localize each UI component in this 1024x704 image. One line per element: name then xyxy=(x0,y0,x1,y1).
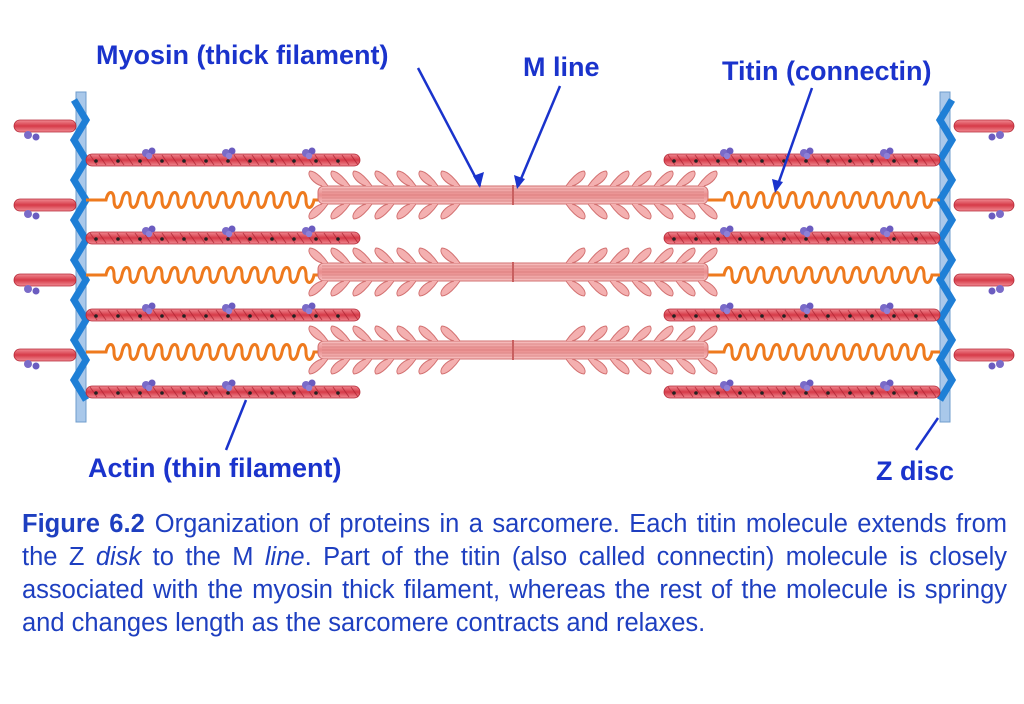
myosin-filaments xyxy=(308,170,718,375)
troponin xyxy=(302,147,316,160)
troponin xyxy=(880,379,894,392)
troponin xyxy=(800,302,814,315)
actin-stub xyxy=(13,273,77,295)
actin-filaments xyxy=(85,147,941,399)
actin-stubs xyxy=(13,119,1015,370)
troponin xyxy=(800,147,814,160)
myosin-label: Myosin (thick filament) xyxy=(96,40,389,70)
troponin xyxy=(222,147,236,160)
caption-text-2: to the M xyxy=(141,543,265,571)
actin-left-2 xyxy=(85,225,361,245)
actin-left-4 xyxy=(85,379,361,399)
z-disc-leader xyxy=(914,417,940,451)
titin-springs xyxy=(86,191,940,361)
actin-right-2 xyxy=(663,225,941,245)
caption-italic-1: disk xyxy=(95,543,142,571)
actin-stub xyxy=(953,119,1015,141)
troponin xyxy=(222,225,236,238)
troponin xyxy=(222,379,236,392)
caption-italic-2: line xyxy=(264,543,305,571)
troponin xyxy=(142,225,156,238)
titin-right-1 xyxy=(704,191,940,209)
troponin xyxy=(800,379,814,392)
titin-right-2 xyxy=(704,266,940,284)
actin-leader xyxy=(224,399,248,451)
titin-left-2 xyxy=(86,266,320,284)
troponin xyxy=(800,225,814,238)
caption-text-1: Organization of proteins in a sarcomere.… xyxy=(22,510,1007,571)
actin-label: Actin (thin filament) xyxy=(88,453,341,483)
troponin xyxy=(880,302,894,315)
figure-number: Figure 6.2 xyxy=(22,510,145,538)
troponin xyxy=(222,302,236,315)
titin-right-3 xyxy=(704,343,940,361)
troponin xyxy=(142,379,156,392)
troponin xyxy=(880,225,894,238)
actin-right-3 xyxy=(663,302,941,322)
troponin xyxy=(302,302,316,315)
myosin-leader xyxy=(416,67,482,187)
sarcomere-diagram: Myosin (thick filament) M line Titin (co… xyxy=(13,40,1015,486)
troponin xyxy=(142,302,156,315)
actin-stub xyxy=(13,119,77,141)
actin-stub xyxy=(953,198,1015,220)
m-line-leader xyxy=(516,85,562,187)
actin-right-4 xyxy=(663,379,941,399)
leader-lines xyxy=(224,67,940,451)
titin-left-1 xyxy=(86,191,320,209)
actin-left-1 xyxy=(85,147,361,167)
troponin xyxy=(142,147,156,160)
troponin xyxy=(720,147,734,160)
z-disc-left xyxy=(69,91,91,423)
z-disc-right xyxy=(935,91,957,423)
m-line-label: M line xyxy=(523,52,600,82)
actin-stub xyxy=(13,198,77,220)
actin-stub xyxy=(13,348,77,370)
caption-text-3: . Part of the titin (also called connect… xyxy=(22,543,1007,637)
titin-leader xyxy=(774,87,814,191)
myosin-filament-1 xyxy=(308,170,718,220)
myosin-filament-2 xyxy=(308,247,718,297)
actin-stub xyxy=(953,273,1015,295)
myosin-filament-3 xyxy=(308,325,718,375)
actin-left-3 xyxy=(85,302,361,322)
troponin xyxy=(302,225,316,238)
actin-right-1 xyxy=(663,147,941,167)
troponin xyxy=(880,147,894,160)
troponin xyxy=(720,379,734,392)
z-disc-label: Z disc xyxy=(876,456,954,486)
troponin xyxy=(720,225,734,238)
titin-label: Titin (connectin) xyxy=(722,56,932,86)
troponin xyxy=(720,302,734,315)
troponin xyxy=(302,379,316,392)
titin-left-3 xyxy=(86,343,320,361)
actin-stub xyxy=(953,348,1015,370)
